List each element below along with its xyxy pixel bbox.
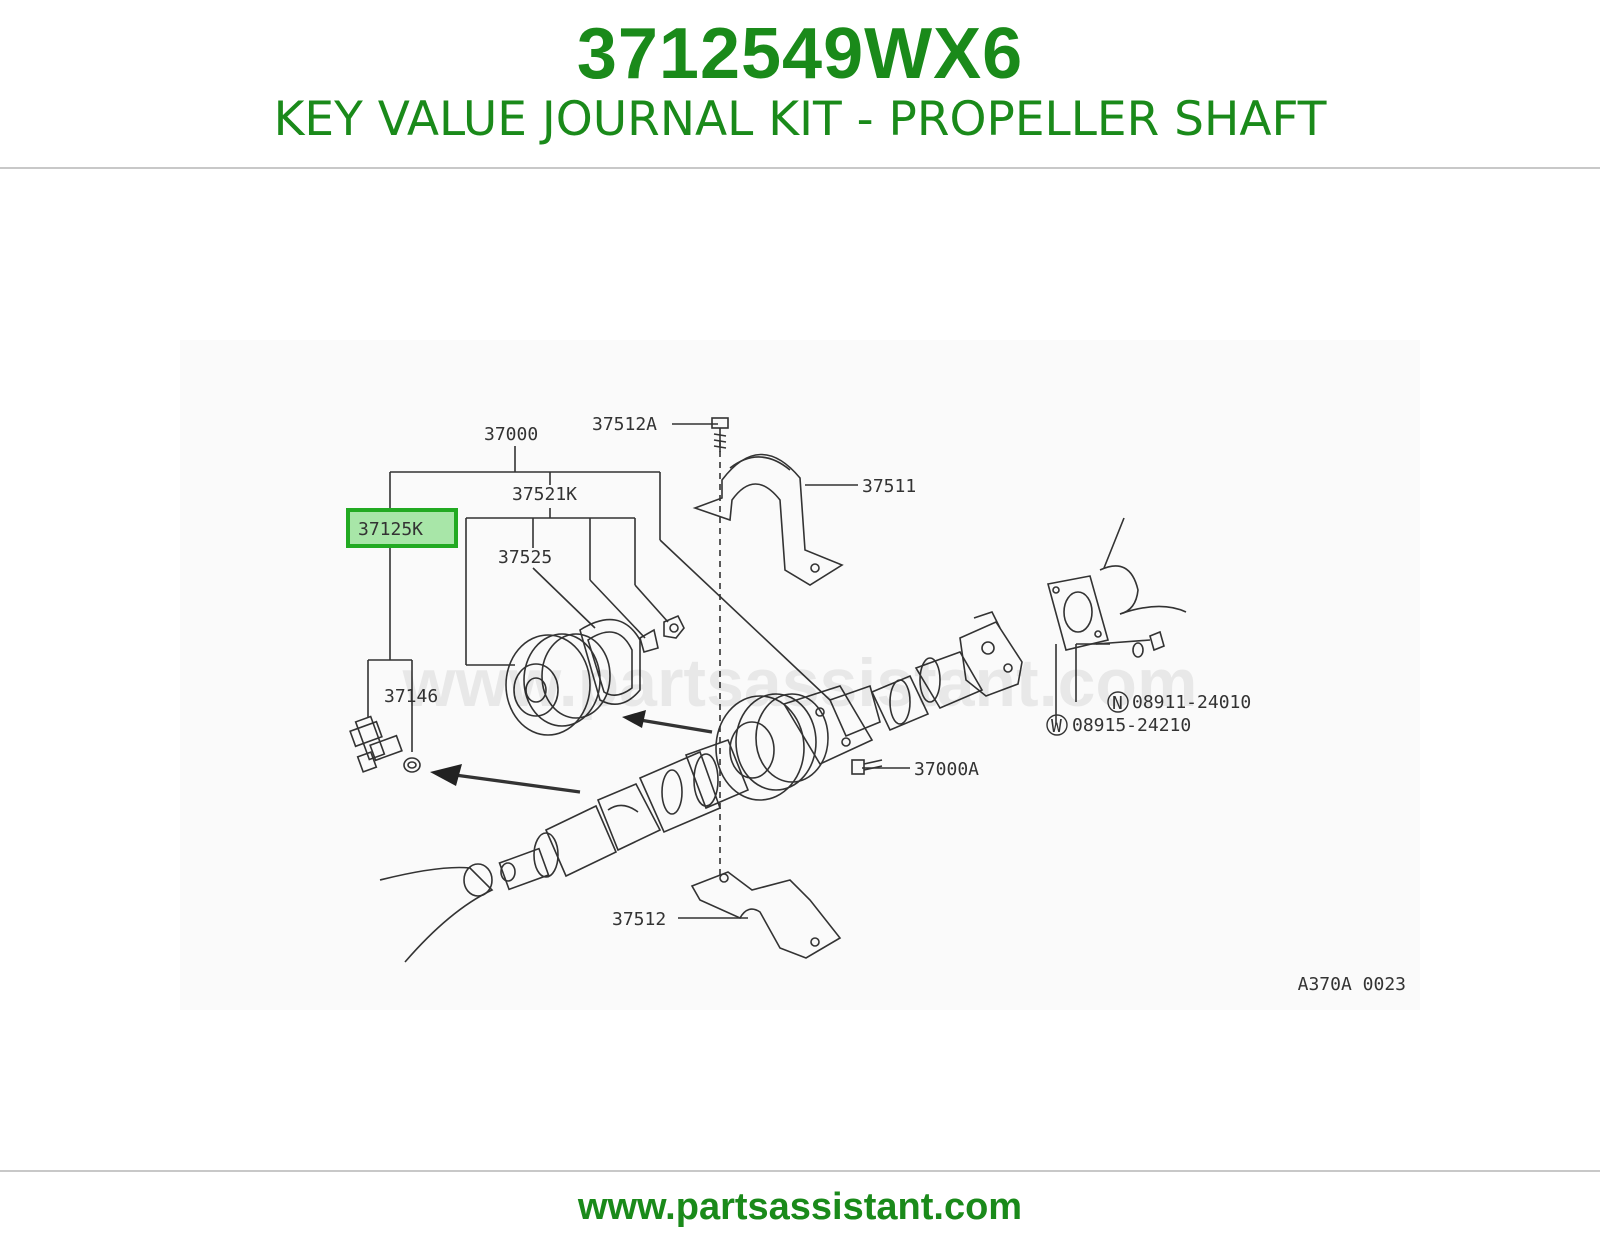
callout-37512: 37512 — [612, 909, 666, 930]
svg-text:W: W — [1051, 716, 1062, 737]
companion-flange — [1047, 517, 1187, 658]
bracket-37512 — [690, 871, 842, 959]
reference-code: A370A 0023 — [1298, 974, 1406, 995]
propeller-shaft — [379, 611, 1023, 963]
callout-37512a: 37512A — [592, 414, 657, 435]
bracket-37511 — [692, 453, 844, 586]
page-header: 3712549WX6 KEY VALUE JOURNAL KIT - PROPE… — [0, 0, 1600, 168]
part-title: KEY VALUE JOURNAL KIT - PROPELLER SHAFT — [273, 92, 1327, 147]
header-divider — [0, 167, 1600, 169]
callout-37000a: 37000A — [914, 759, 979, 780]
watermark: www.partsassistant.com — [402, 645, 1198, 721]
callout-37146: 37146 — [384, 686, 438, 707]
callout-37511: 37511 — [862, 476, 916, 497]
callout-08911-24010: 08911-24010 — [1132, 692, 1251, 713]
journal-kit-37125k — [349, 715, 421, 773]
footer-url[interactable]: www.partsassistant.com — [577, 1186, 1023, 1228]
callout-37000: 37000 — [484, 424, 538, 445]
callout-37525: 37525 — [498, 547, 552, 568]
svg-text:N: N — [1112, 693, 1123, 714]
callout-08915-24210: 08915-24210 — [1072, 715, 1191, 736]
part-number: 3712549WX6 — [576, 14, 1024, 94]
marker-n: N — [1107, 691, 1129, 714]
assembly-arrows — [454, 718, 713, 794]
callout-37125k[interactable]: 37125K — [358, 519, 423, 540]
bolt-37000a — [851, 759, 883, 775]
footer-divider — [0, 1170, 1600, 1172]
marker-w: W — [1046, 714, 1068, 737]
bolt-37512a — [711, 417, 729, 452]
highlight-box-37125k[interactable] — [346, 508, 458, 548]
center-bearing-37521k — [505, 614, 685, 736]
callout-leader-lines — [367, 423, 1151, 919]
diagram-panel — [180, 340, 1420, 1010]
callout-37521k: 37521K — [512, 484, 577, 505]
